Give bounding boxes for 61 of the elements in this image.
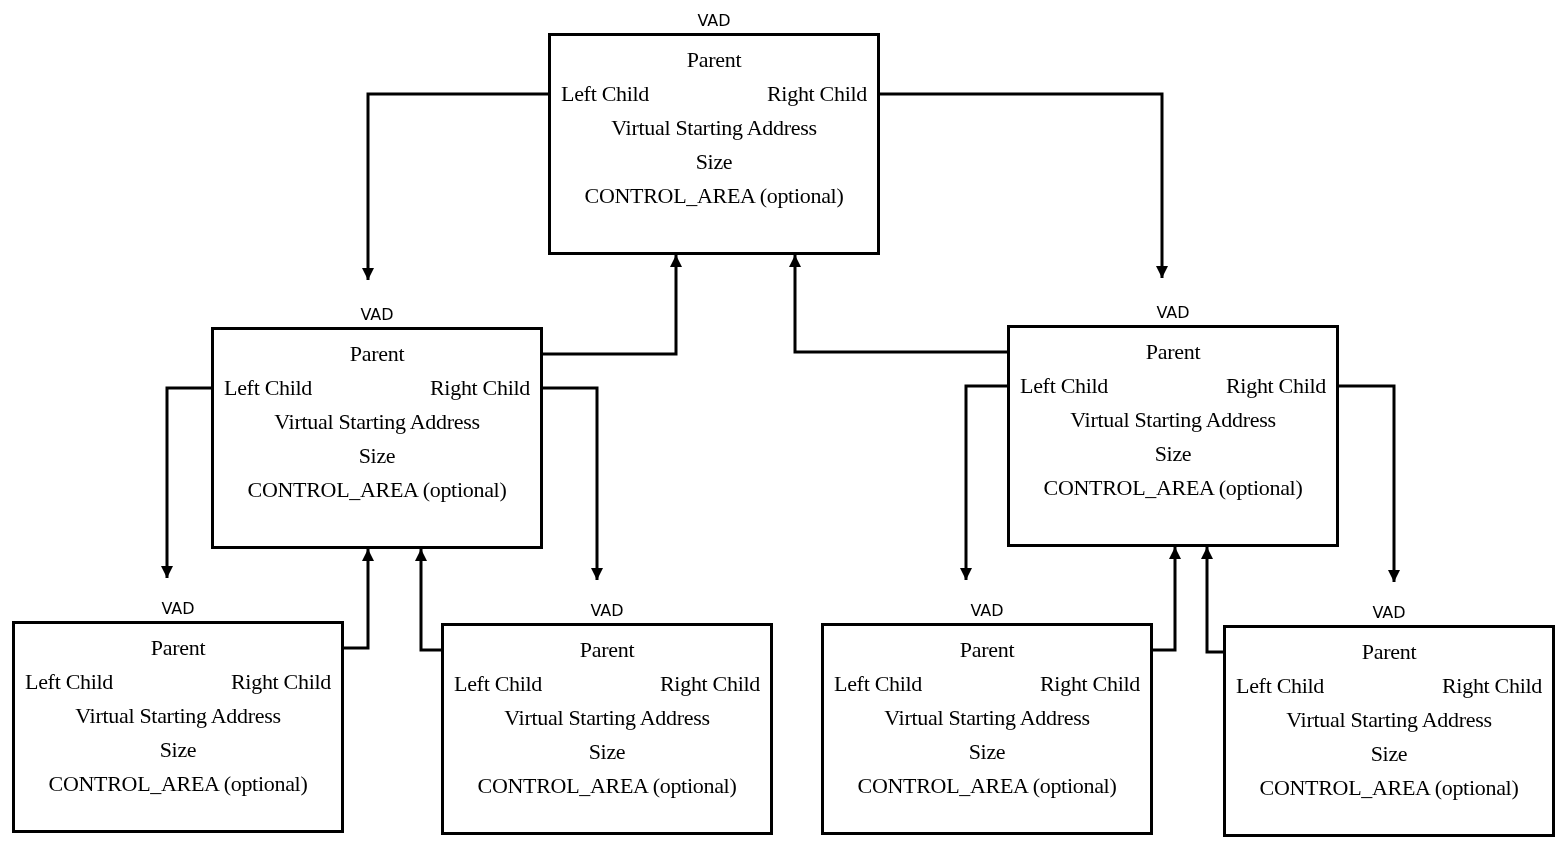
arrow [1339,384,1400,582]
field-label: Parent [579,636,635,664]
field-label: CONTROL_AREA (optional) [857,772,1117,800]
field-label: Virtual Starting Address [274,408,480,436]
arrow [362,92,548,280]
node-heading: VAD [970,601,1004,621]
field-label: Right Child [1442,672,1542,700]
node-heading: VAD [697,11,731,31]
field-label: Virtual Starting Address [1286,706,1492,734]
field-label: CONTROL_AREA (optional) [48,770,308,798]
field-label: Left Child [224,374,313,402]
arrow [880,92,1168,278]
node-heading: VAD [1156,303,1190,323]
arrow [960,384,1007,580]
field-label: Size [588,738,626,766]
field-label: Right Child [231,668,331,696]
field-label: Left Child [1236,672,1325,700]
field-label: Size [695,148,733,176]
field-label: Left Child [25,668,114,696]
arrow [543,255,682,356]
field-label: Parent [150,634,206,662]
field-label: Parent [349,340,405,368]
field-label: CONTROL_AREA (optional) [477,772,737,800]
field-label: Right Child [430,374,530,402]
arrow [1153,547,1181,652]
node-heading: VAD [1372,603,1406,623]
field-label: Size [1370,740,1408,768]
arrow [161,386,211,578]
node-heading: VAD [161,599,195,619]
arrow [344,549,374,650]
field-label: Left Child [561,80,650,108]
field-label: Left Child [454,670,543,698]
field-label: Virtual Starting Address [75,702,281,730]
node-heading: VAD [360,305,394,325]
field-label: Parent [1145,338,1201,366]
field-label: Right Child [660,670,760,698]
field-label: CONTROL_AREA (optional) [584,182,844,210]
field-label: Virtual Starting Address [504,704,710,732]
field-label: Parent [686,46,742,74]
field-label: CONTROL_AREA (optional) [247,476,507,504]
field-label: Size [968,738,1006,766]
field-label: CONTROL_AREA (optional) [1259,774,1519,802]
field-label: Virtual Starting Address [611,114,817,142]
field-label: Size [358,442,396,470]
field-label: Parent [959,636,1015,664]
field-label: CONTROL_AREA (optional) [1043,474,1303,502]
field-label: Virtual Starting Address [884,704,1090,732]
field-label: Size [1154,440,1192,468]
arrow [543,386,603,580]
field-label: Right Child [767,80,867,108]
field-label: Left Child [834,670,923,698]
field-label: Left Child [1020,372,1109,400]
field-label: Virtual Starting Address [1070,406,1276,434]
field-label: Right Child [1226,372,1326,400]
field-label: Right Child [1040,670,1140,698]
arrow [1201,547,1223,654]
arrow [415,549,441,652]
arrow [789,255,1007,354]
field-label: Parent [1361,638,1417,666]
field-label: Size [159,736,197,764]
node-heading: VAD [590,601,624,621]
